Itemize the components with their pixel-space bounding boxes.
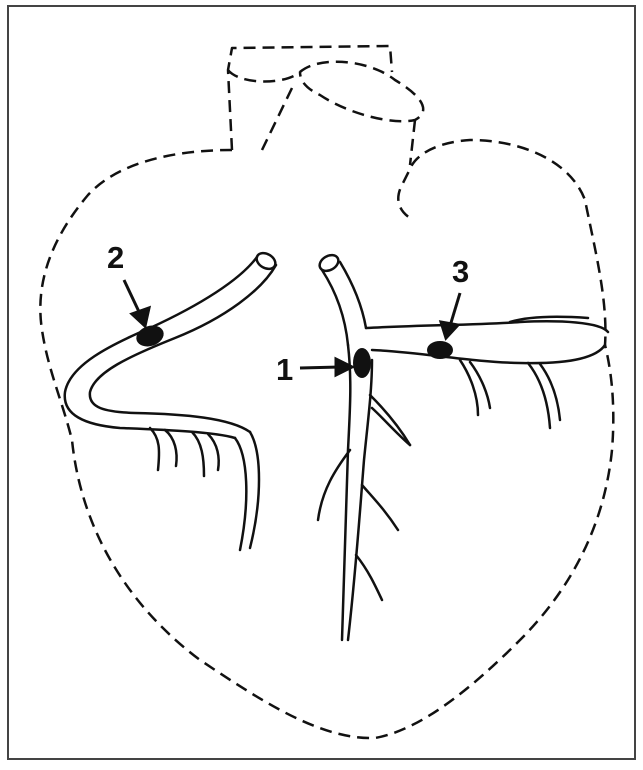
arrow-1-shaft bbox=[300, 367, 340, 368]
lesion-1-marker bbox=[353, 348, 371, 378]
lcx-wall-bottom bbox=[372, 345, 605, 363]
lesion-3-marker bbox=[427, 341, 453, 359]
lca-ostium bbox=[317, 252, 341, 274]
right-coronary-artery bbox=[65, 250, 278, 550]
aorta-outline bbox=[228, 46, 392, 150]
label-lesion-1: 1 bbox=[276, 352, 293, 387]
left-coronary-system bbox=[317, 252, 608, 640]
heart-body-outline bbox=[40, 140, 613, 738]
pulmonary-trunk-outline bbox=[300, 62, 423, 122]
lcx-wall-top bbox=[366, 321, 608, 332]
label-lesion-3: 3 bbox=[452, 254, 469, 289]
label-lesion-2: 2 bbox=[107, 240, 124, 275]
lad-wall-left bbox=[342, 345, 350, 640]
rca-branch-a2 bbox=[165, 430, 177, 466]
rca-branch-a bbox=[150, 428, 159, 470]
rca-wall-outer bbox=[65, 257, 257, 438]
pulmonary-trunk-side bbox=[262, 88, 292, 150]
heart-outline bbox=[40, 46, 613, 738]
lad-branch-4 bbox=[356, 555, 382, 600]
lad-branch-1b bbox=[372, 408, 410, 445]
rca-branch-b2 bbox=[208, 434, 219, 470]
lesion-2-marker bbox=[134, 322, 167, 350]
rca-branch-c2 bbox=[250, 432, 259, 548]
aorta-top-ellipse bbox=[228, 70, 300, 82]
lad-branch-3 bbox=[362, 485, 398, 530]
lca-main-wall-left bbox=[322, 270, 348, 345]
rca-branch-c bbox=[235, 438, 246, 550]
pulmonary-right-side bbox=[410, 120, 415, 165]
arrow-3-head bbox=[441, 322, 458, 338]
rca-wall-inner bbox=[90, 265, 276, 432]
lad-branch-1 bbox=[370, 395, 410, 445]
arrow-2-head bbox=[132, 308, 149, 326]
arrow-3-shaft bbox=[450, 293, 460, 326]
rca-branch-b bbox=[192, 432, 204, 476]
lad-wall-right bbox=[348, 360, 372, 640]
